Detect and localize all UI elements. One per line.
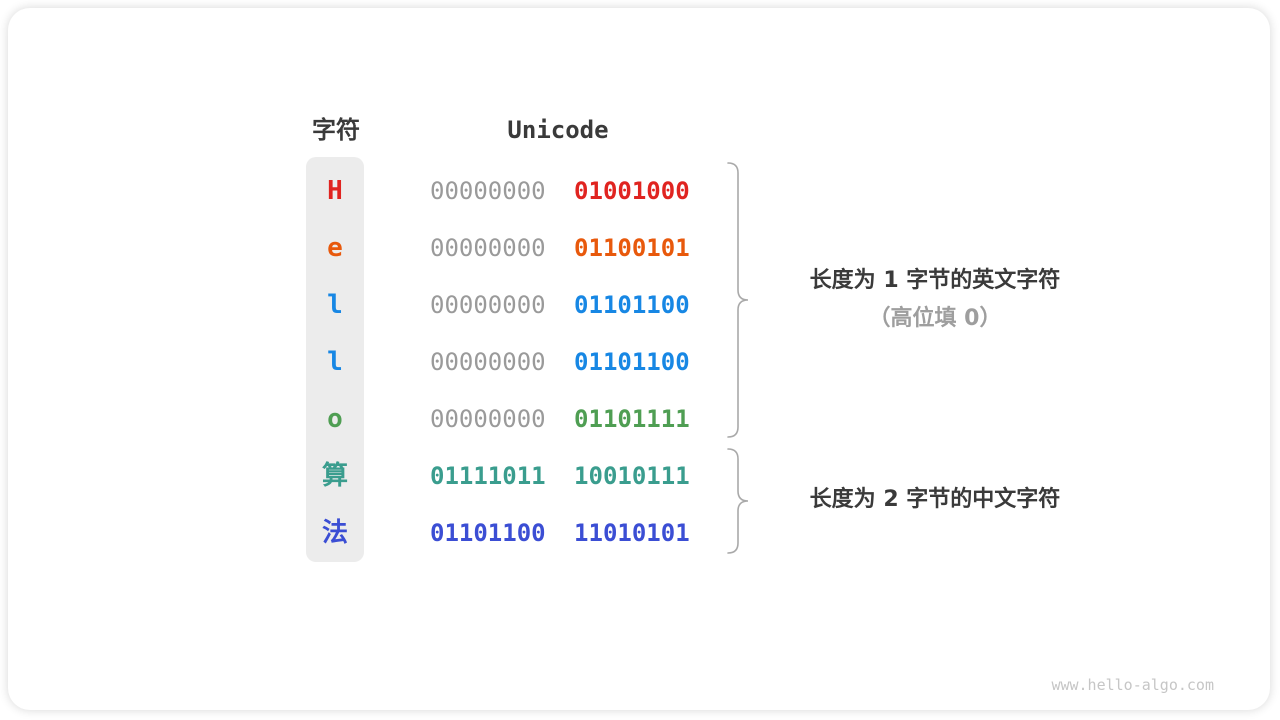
table-row-suan: 算 01111011 10010111 (0, 448, 1280, 504)
char-cell: 算 (321, 461, 348, 491)
table-row-fa: 法 01101100 11010101 (0, 505, 1280, 561)
curly-brace-chinese-group (727, 448, 749, 554)
char-cell: l (327, 290, 343, 320)
annotation-line-secondary: （高位填 0） (868, 306, 1002, 331)
unicode-binary: 00000000 01100101 (430, 220, 690, 276)
low-byte: 01101100 (574, 348, 690, 376)
char-cell: e (327, 233, 343, 263)
high-byte: 00000000 (430, 291, 546, 319)
unicode-binary: 00000000 01101100 (430, 277, 690, 333)
column-header-char: 字符 (312, 116, 360, 144)
unicode-binary: 01111011 10010111 (430, 448, 690, 504)
low-byte: 11010101 (574, 519, 690, 547)
table-row-l1: l 00000000 01101100 (0, 277, 1280, 333)
char-cell: l (327, 347, 343, 377)
high-byte: 00000000 (430, 177, 546, 205)
high-byte: 01111011 (430, 462, 546, 490)
char-column-background (306, 157, 364, 562)
table-row-h: H 00000000 01001000 (0, 163, 1280, 219)
diagram-card (8, 8, 1270, 710)
low-byte: 01001000 (574, 177, 690, 205)
high-byte: 00000000 (430, 234, 546, 262)
watermark-url: www.hello-algo.com (1051, 676, 1214, 694)
annotation-chinese-chars: 长度为 2 字节的中文字符 (770, 485, 1100, 515)
char-cell: 法 (321, 518, 348, 548)
unicode-binary: 00000000 01101100 (430, 334, 690, 390)
table-row-l2: l 00000000 01101100 (0, 334, 1280, 390)
low-byte: 01101111 (574, 405, 690, 433)
low-byte: 01100101 (574, 234, 690, 262)
char-cell: H (327, 176, 343, 206)
annotation-line-primary: 长度为 2 字节的中文字符 (809, 487, 1061, 512)
unicode-binary: 00000000 01101111 (430, 391, 690, 447)
unicode-binary: 01101100 11010101 (430, 505, 690, 561)
high-byte: 00000000 (430, 348, 546, 376)
unicode-binary: 00000000 01001000 (430, 163, 690, 219)
annotation-english-chars: 长度为 1 字节的英文字符 （高位填 0） (770, 266, 1100, 334)
column-header-unicode: Unicode (507, 116, 609, 144)
low-byte: 01101100 (574, 291, 690, 319)
curly-brace-english-group (727, 162, 749, 438)
char-cell: o (327, 404, 343, 434)
low-byte: 10010111 (574, 462, 690, 490)
annotation-line-primary: 长度为 1 字节的英文字符 (809, 268, 1061, 293)
table-row-e: e 00000000 01100101 (0, 220, 1280, 276)
high-byte: 01101100 (430, 519, 546, 547)
high-byte: 00000000 (430, 405, 546, 433)
table-row-o: o 00000000 01101111 (0, 391, 1280, 447)
